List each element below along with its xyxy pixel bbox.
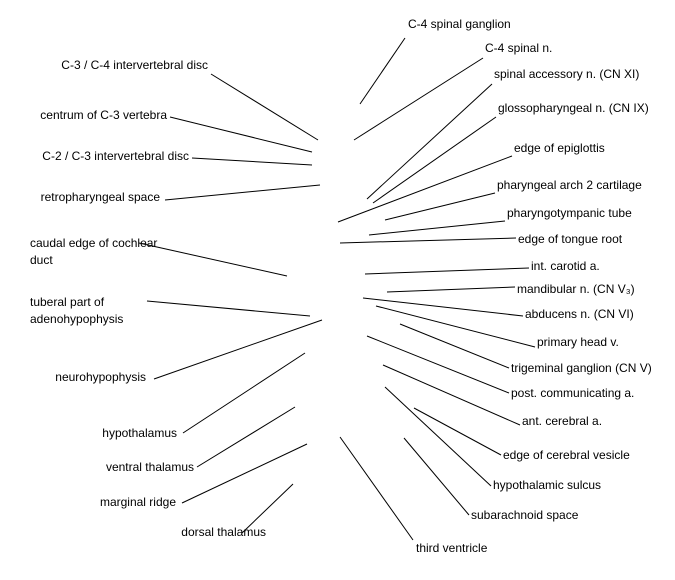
leader-line-post-communicating-a: [366, 335, 510, 394]
leader-line-neurohypophysis: [153, 319, 323, 380]
label-edge-of-tongue-root: edge of tongue root: [518, 232, 623, 246]
label-pharyngotympanic-tube: pharyngotympanic tube: [507, 206, 632, 220]
leader-line-dorsal-thalamus: [241, 483, 294, 534]
label-retropharyngeal-space: retropharyngeal space: [40, 190, 160, 204]
label-post-communicating-a: post. communicating a.: [511, 386, 635, 400]
label-edge-of-cerebral-vesicle: edge of cerebral vesicle: [503, 448, 630, 462]
leader-line-c3-c4-intervertebral-disc: [210, 73, 319, 141]
label-c4-spinal-n: C-4 spinal n.: [485, 41, 553, 55]
label-neurohypophysis: neurohypophysis: [55, 370, 146, 384]
label-ant-cerebral-a: ant. cerebral a.: [522, 414, 603, 428]
label-abducens-n: abducens n. (CN VI): [525, 307, 634, 321]
leader-line-hypothalamic-sulcus: [384, 386, 492, 487]
leader-line-caudal-edge-of-cochlear-duct: [138, 242, 288, 277]
leader-line-tuberal-part-of-adenohypophysis: [146, 300, 311, 317]
label-hypothalamic-sulcus: hypothalamic sulcus: [493, 478, 602, 492]
leader-line-c2-c3-intervertebral-disc: [191, 157, 313, 166]
label-c2-c3-intervertebral-disc: C-2 / C-3 intervertebral disc: [42, 149, 189, 163]
label-tuberal-part-of-adenohypophysis: tuberal part of adenohypophysis: [30, 295, 124, 326]
label-marginal-ridge: marginal ridge: [99, 495, 176, 509]
label-primary-head-v: primary head v.: [537, 335, 619, 349]
leader-line-spinal-accessory-n: [366, 83, 493, 200]
leader-line-subarachnoid-space: [403, 437, 470, 516]
label-hypothalamus: hypothalamus: [102, 426, 177, 440]
label-glossopharyngeal-n: glossopharyngeal n. (CN IX): [498, 101, 649, 115]
label-trigeminal-ganglion: trigeminal ganglion (CN V): [511, 361, 652, 375]
leader-line-primary-head-v: [375, 305, 536, 348]
leader-line-int-carotid-a: [364, 267, 530, 275]
label-mandibular-n: mandibular n. (CN V₃): [517, 282, 635, 296]
leader-line-abducens-n: [362, 297, 524, 317]
label-c3-c4-intervertebral-disc: C-3 / C-4 intervertebral disc: [61, 58, 208, 72]
label-dorsal-thalamus: dorsal thalamus: [181, 525, 266, 539]
label-c4-spinal-ganglion: C-4 spinal ganglion: [408, 17, 511, 31]
label-centrum-of-c3-vertebra: centrum of C-3 vertebra: [40, 108, 167, 122]
label-subarachnoid-space: subarachnoid space: [471, 508, 579, 522]
leader-line-edge-of-cerebral-vesicle: [413, 407, 502, 456]
label-ventral-thalamus: ventral thalamus: [105, 460, 194, 474]
leader-line-ant-cerebral-a: [382, 364, 521, 426]
label-caudal-edge-of-cochlear-duct: caudal edge of cochlear duct: [30, 236, 158, 267]
leader-line-trigeminal-ganglion: [399, 323, 510, 369]
label-pharyngeal-arch-2-cartilage: pharyngeal arch 2 cartilage: [497, 178, 642, 192]
leader-line-centrum-of-c3-vertebra: [169, 116, 313, 153]
leader-line-hypothalamus: [182, 352, 306, 434]
leader-line-retropharyngeal-space: [164, 184, 321, 201]
leader-line-c4-spinal-ganglion: [359, 37, 406, 105]
leader-line-c4-spinal-n: [353, 57, 484, 141]
leader-line-edge-of-epiglottis: [337, 155, 513, 223]
leader-line-edge-of-tongue-root: [339, 237, 517, 244]
leader-line-mandibular-n: [386, 286, 516, 293]
label-third-ventricle: third ventricle: [416, 541, 488, 555]
label-spinal-accessory-n: spinal accessory n. (CN XI): [494, 67, 640, 81]
leader-line-ventral-thalamus: [196, 406, 296, 468]
leader-line-pharyngotympanic-tube: [368, 220, 506, 236]
label-edge-of-epiglottis: edge of epiglottis: [514, 141, 605, 155]
leader-line-pharyngeal-arch-2-cartilage: [384, 192, 496, 221]
leader-line-third-ventricle: [339, 436, 414, 541]
leader-line-marginal-ridge: [181, 443, 308, 504]
label-int-carotid-a: int. carotid a.: [531, 259, 600, 273]
leader-line-glossopharyngeal-n: [372, 116, 497, 204]
